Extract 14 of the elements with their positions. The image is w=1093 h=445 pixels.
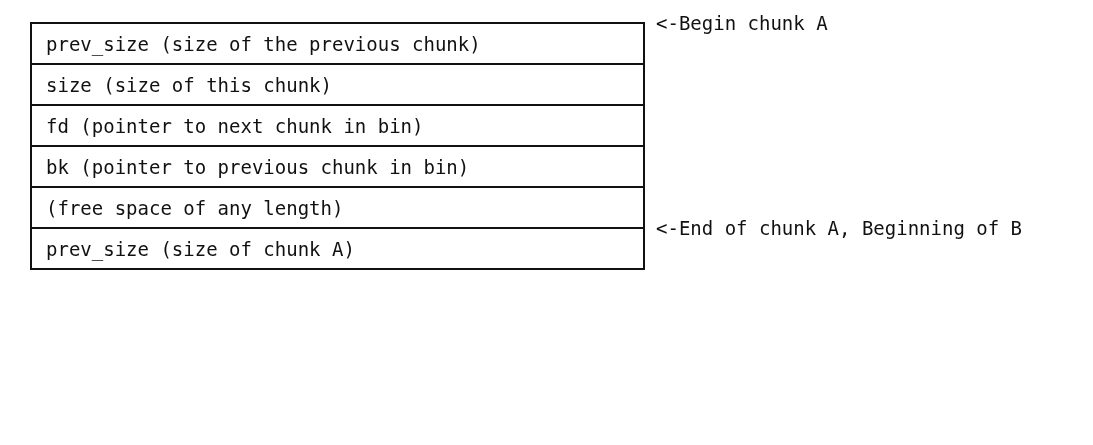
memory-field-box	[30, 63, 645, 106]
memory-field-box	[30, 145, 645, 188]
boundary-annotation: <-Begin chunk A	[656, 12, 828, 34]
memory-field-box	[30, 22, 645, 65]
field-label: prev_size (size of chunk A)	[46, 237, 355, 260]
field-label: prev_size (size of the previous chunk)	[46, 32, 481, 55]
memory-field-box	[30, 186, 645, 229]
memory-field-box	[30, 104, 645, 147]
field-label: bk (pointer to previous chunk in bin)	[46, 155, 470, 178]
field-label: size (size of this chunk)	[46, 73, 332, 96]
boundary-annotation: <-End of chunk A, Beginning of B	[656, 217, 1023, 239]
memory-field-box	[30, 227, 645, 270]
field-label: (free space of any length)	[46, 196, 344, 219]
field-label: fd (pointer to next chunk in bin)	[46, 114, 424, 137]
